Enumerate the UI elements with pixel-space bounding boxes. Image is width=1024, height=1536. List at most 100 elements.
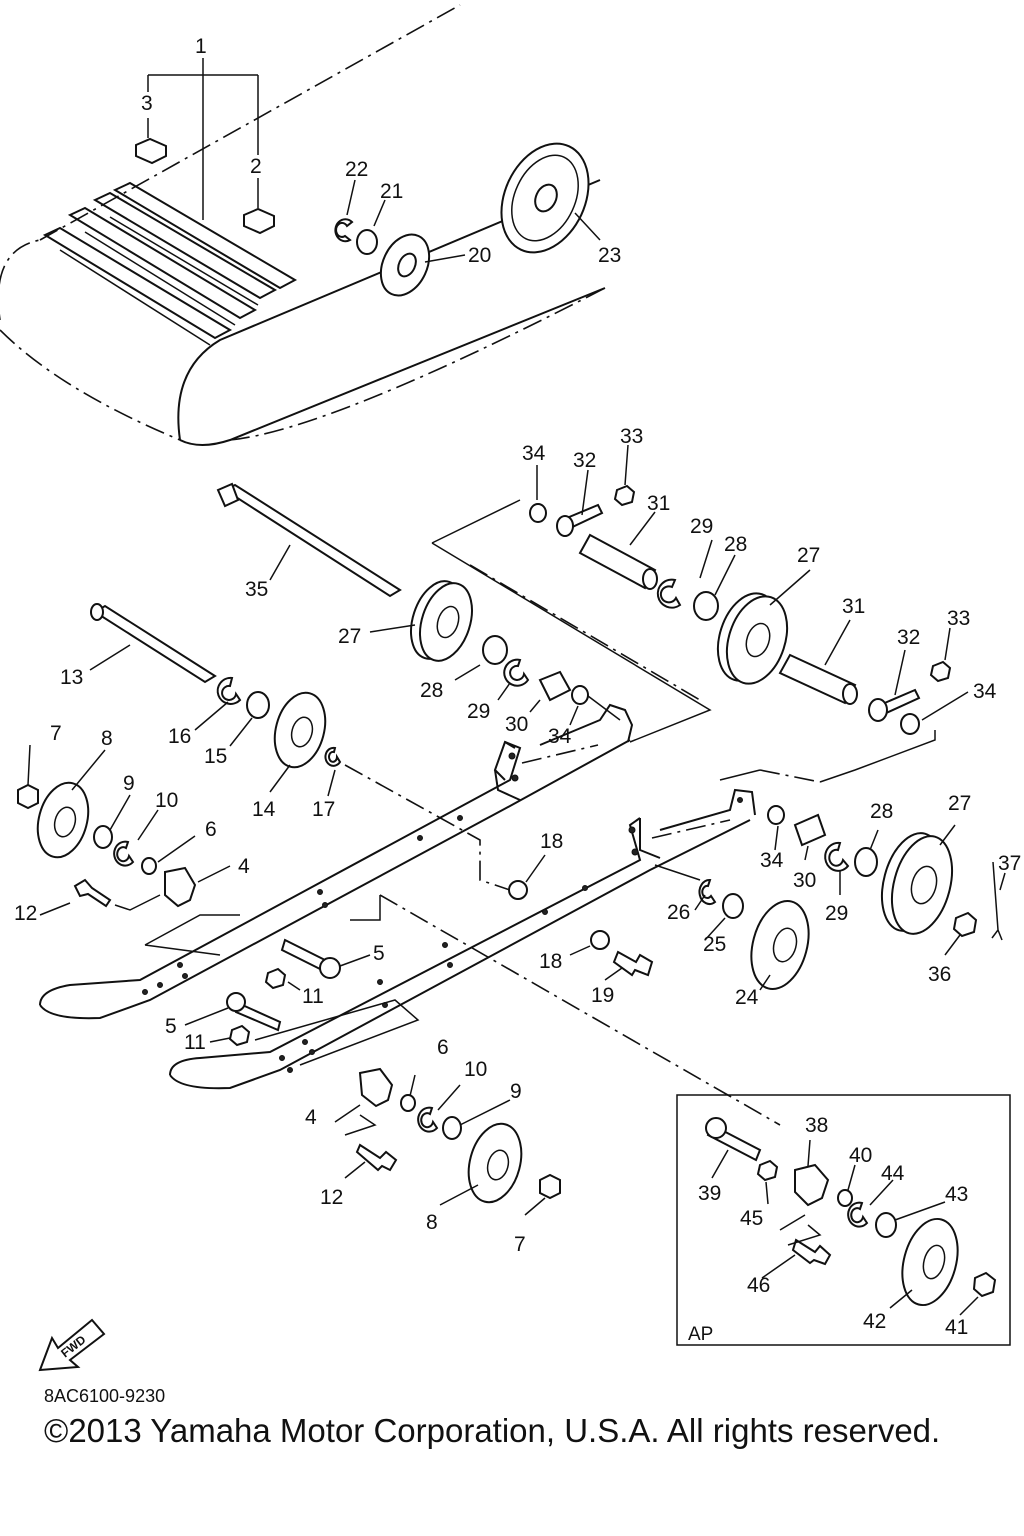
callout-12: 12 (14, 902, 37, 925)
nut-41 (972, 1271, 997, 1298)
wheel-27-right (716, 592, 789, 685)
callout-36: 36 (928, 963, 951, 986)
bolt-19 (612, 950, 654, 977)
bearing-21 (356, 229, 378, 255)
slide-rail-left (39, 703, 634, 1020)
nut-7-upper (17, 783, 39, 810)
callout-18: 18 (539, 950, 562, 973)
callout-27: 27 (797, 544, 820, 567)
callout-35: 35 (245, 578, 268, 601)
callout-25: 25 (703, 933, 726, 956)
fwd-arrow-icon: FWD (38, 1318, 106, 1372)
callout-29: 29 (690, 515, 713, 538)
callout-6: 6 (437, 1036, 449, 1059)
callout-40: 40 (849, 1144, 872, 1167)
callout-26: 26 (667, 901, 690, 924)
callout-45: 45 (740, 1207, 763, 1230)
callout-44: 44 (881, 1162, 905, 1185)
callout-18: 18 (540, 830, 563, 853)
callout-28: 28 (870, 800, 893, 823)
callout-17: 17 (312, 798, 335, 821)
bearing-9-lower (442, 1116, 462, 1140)
wheel-8-upper (36, 781, 90, 859)
callout-29: 29 (825, 902, 848, 925)
callout-32: 32 (573, 449, 596, 472)
callout-38: 38 (805, 1114, 828, 1137)
callout-4: 4 (305, 1106, 317, 1129)
callout-34: 34 (522, 442, 546, 465)
callout-33: 33 (947, 607, 970, 630)
nut-45 (756, 1159, 779, 1182)
callout-27: 27 (338, 625, 361, 648)
upper-wheel-assembly (216, 444, 969, 743)
track-clip-2 (243, 207, 275, 235)
inset-ap (676, 1094, 1011, 1346)
callout-9: 9 (510, 1080, 522, 1103)
wheel-14 (273, 691, 327, 769)
bracket-38 (794, 1163, 830, 1207)
callout-20: 20 (468, 244, 491, 267)
washer-34-right (900, 713, 920, 735)
callout-22: 22 (345, 158, 368, 181)
callout-13: 13 (60, 666, 83, 689)
wheel-24 (750, 899, 810, 991)
callout-31: 31 (647, 492, 670, 515)
callout-43: 43 (945, 1183, 968, 1206)
bolt-12-upper (73, 878, 112, 908)
bolt-5-upper (280, 938, 327, 972)
bolt-46 (791, 1238, 832, 1266)
nut-11-upper (264, 967, 287, 990)
circlip-17 (324, 746, 342, 767)
inset-label: AP (688, 1324, 713, 1345)
circlip-29-mid (503, 658, 530, 687)
callout-2: 2 (250, 155, 262, 178)
callout-8: 8 (426, 1211, 438, 1234)
callout-5: 5 (165, 1015, 177, 1038)
callout-7: 7 (50, 722, 62, 745)
circlip-10-upper (113, 840, 135, 867)
track-assembly (0, 4, 606, 446)
wheel-8-lower (467, 1122, 523, 1204)
callout-41: 41 (945, 1316, 968, 1339)
callout-9: 9 (123, 772, 135, 795)
bearing-25 (722, 893, 744, 919)
callout-24: 24 (735, 986, 759, 1009)
callout-23: 23 (598, 244, 621, 267)
nut-33-right (929, 660, 952, 683)
callout-28: 28 (420, 679, 443, 702)
bearing-43 (875, 1212, 897, 1238)
bolt-12-lower (355, 1143, 398, 1172)
callout-42: 42 (863, 1310, 886, 1333)
callout-5: 5 (373, 942, 385, 965)
bearing-15 (246, 691, 270, 719)
washer-34-top (529, 503, 547, 523)
callout-28: 28 (724, 533, 747, 556)
callout-34: 34 (548, 725, 572, 748)
spacer-31-right (778, 653, 857, 705)
bearing-28-lower (854, 847, 878, 877)
washer-34-lower (767, 805, 785, 825)
callout-34: 34 (973, 680, 997, 703)
callout-32: 32 (897, 626, 920, 649)
callout-21: 21 (380, 180, 403, 203)
callout-10: 10 (464, 1058, 487, 1081)
callout-12: 12 (320, 1186, 343, 1209)
circlip-10-lower (417, 1106, 439, 1133)
callout-15: 15 (204, 745, 227, 768)
track-clip-3 (135, 137, 167, 165)
circlip-44 (847, 1201, 869, 1228)
part-code: 8AC6100-9230 (44, 1386, 166, 1406)
bearing-28-upper (693, 591, 719, 621)
wheel-27-left (410, 580, 473, 662)
circlip-22 (334, 218, 354, 243)
copyright: ©2013 Yamaha Motor Corporation, U.S.A. A… (44, 1412, 941, 1449)
washer-6-lower (400, 1094, 416, 1112)
washer-40 (837, 1189, 853, 1207)
collar-18-upper (508, 880, 528, 900)
rail-holes (142, 752, 743, 1073)
callout-6: 6 (205, 818, 217, 841)
callout-29: 29 (467, 700, 490, 723)
callout-14: 14 (252, 798, 276, 821)
